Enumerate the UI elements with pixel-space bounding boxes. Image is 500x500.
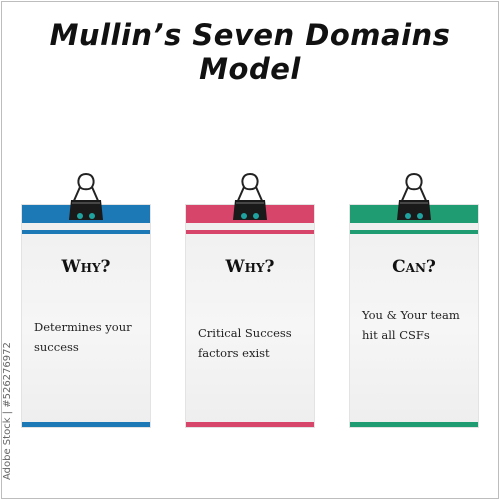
card-can-team: Can? You & Your team hit all CSFs <box>350 205 478 427</box>
card-why-csf: Why? Critical Success factors exist <box>186 205 314 427</box>
card-accent-line <box>22 230 150 234</box>
card-body-text: Determines your success <box>34 320 132 354</box>
binder-clip-icon <box>63 170 109 226</box>
stock-id-label: Adobe Stock | #526276972 <box>2 342 13 480</box>
card-bottom-bar <box>22 422 150 427</box>
card-accent-line <box>350 230 478 234</box>
card-bottom-bar <box>350 422 478 427</box>
card-why-success: Why? Determines your success <box>22 205 150 427</box>
card-bottom-bar <box>186 422 314 427</box>
binder-clip-icon <box>227 170 273 226</box>
card-heading: Why? <box>61 257 111 277</box>
card-heading: Why? <box>225 257 275 277</box>
card-body-text: You & Your team hit all CSFs <box>362 308 460 342</box>
card-heading: Can? <box>392 257 436 277</box>
page-title: Mullin’s Seven Domains Model <box>49 18 451 86</box>
binder-clip-icon <box>391 170 437 226</box>
card-body-text: Critical Success factors exist <box>198 326 292 360</box>
card-accent-line <box>186 230 314 234</box>
